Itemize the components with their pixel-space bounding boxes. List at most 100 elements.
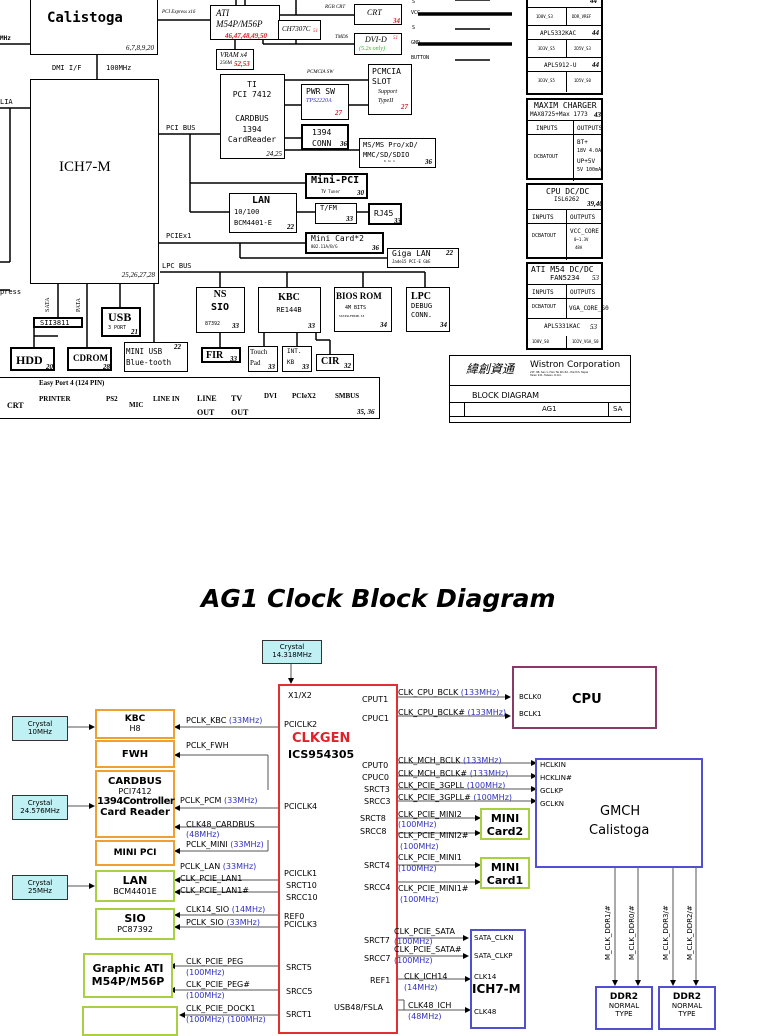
clkgen-label: CLKGEN bbox=[292, 731, 351, 746]
sig-pcie-mini1: CLK_PCIE_MINI1 bbox=[398, 853, 462, 862]
mini-card2-line1: MINI bbox=[490, 812, 520, 825]
pin-pciclk4: PCICLK4 bbox=[284, 802, 318, 811]
power-top-out2: DDR_VREF bbox=[572, 14, 592, 19]
charger-out-up5v-spec: 5V 100mA bbox=[577, 167, 602, 173]
clkgen-part: ICS954305 bbox=[288, 748, 355, 761]
easy-port-smbus: SMBUS bbox=[335, 392, 360, 400]
apl5912-outputs: 3D3V_S5 1D5V_S0 bbox=[528, 71, 601, 92]
clk-cpu-block: BCLK0 BCLK1 CPU bbox=[512, 666, 657, 729]
mini-pci-block: Mini-PCI TV Tuner 30 bbox=[305, 173, 368, 199]
card-reader-line1: MS/MS Pro/xD/ bbox=[363, 141, 418, 149]
apl5331-out2: 1D2V_VGA_S0 bbox=[572, 339, 599, 344]
easy-port-title: Easy Port 4 (124 PIN) bbox=[39, 379, 105, 387]
charger-header-row: INPUTS OUTPUTS bbox=[528, 120, 602, 181]
clk-cardbus-line3: 1394Controller bbox=[97, 796, 175, 807]
cpu-dcdc-inputs-header: INPUTS bbox=[532, 214, 554, 221]
ddr-a-line2: NORMAL bbox=[608, 1002, 640, 1010]
apl5332-out2: 2D5V_S3 bbox=[574, 46, 591, 51]
clk-sio-sub: PC87392 bbox=[117, 925, 153, 934]
bios-rom-sub: 4M BITS bbox=[345, 305, 367, 311]
ati-dcdc-output: VGA_CORE_S0 bbox=[569, 305, 609, 312]
kbc-block: KBC RE144B 33 bbox=[258, 287, 321, 333]
pci-bus-label: PCI BUS bbox=[166, 124, 196, 132]
charger-body-row: DCBATOUT BT+ 18V 4.0A UP+5V 5V 100mA bbox=[528, 134, 601, 179]
ich-pin-clk48: CLK48 bbox=[474, 1008, 497, 1016]
pin-pciclk3: PCICLK3 bbox=[284, 920, 318, 929]
ns-sio-line1: NS bbox=[213, 289, 227, 300]
touchpad-block: Touch Pad 33 bbox=[248, 346, 278, 372]
apl5912-label: APL5912-U bbox=[544, 62, 577, 69]
sheet-title: BLOCK DIAGRAM bbox=[472, 391, 539, 400]
apl5912-row: APL5912-U 44 bbox=[528, 57, 601, 72]
mini-card-block: Mini Card*2 802.11A/B/G 36 bbox=[305, 232, 384, 254]
rj45-block: RJ45 33 bbox=[368, 203, 402, 225]
clk-mini-pci-label: MINI PCI bbox=[113, 848, 157, 858]
easy-port-ps2: PS2 bbox=[106, 395, 118, 403]
clk-cardbus-line1: CARDBUS bbox=[107, 776, 163, 787]
easy-port-tv-out: TV OUT bbox=[231, 394, 249, 417]
clk-gmch-line1: GMCH bbox=[600, 804, 641, 819]
sig-cpu-bclkn: CLK_CPU_BCLK# (133MHz) bbox=[398, 708, 507, 717]
lan-page: 22 bbox=[287, 223, 294, 231]
fir-page: 33 bbox=[230, 355, 237, 363]
pcmcia-page: 27 bbox=[401, 103, 408, 111]
azalia-label: LIA bbox=[0, 98, 13, 106]
cpu-dcdc-out-amps: 48A bbox=[575, 245, 583, 250]
pin-srcc4: SRCC4 bbox=[364, 883, 391, 892]
sii3811-label: SII3811 bbox=[40, 319, 70, 327]
bios-rom-page: 34 bbox=[380, 321, 387, 329]
pin-srcc8: SRCC8 bbox=[360, 827, 387, 836]
pin-srct5: SRCT5 bbox=[286, 963, 312, 972]
easy-port-line-out: LINE OUT bbox=[197, 394, 217, 417]
clk-sio-block: SIO PC87392 bbox=[95, 908, 175, 940]
tfm-page: 33 bbox=[346, 215, 353, 223]
hdd-label: HDD bbox=[16, 353, 43, 367]
lan-block: LAN 10/100 BCM4401-E 22 bbox=[229, 193, 297, 233]
mini-card1-line1: MINI bbox=[490, 861, 520, 874]
sig-pclk-pcm: PCLK_PCM (33MHz) bbox=[180, 796, 258, 805]
sig-ddr3: M_CLK_DDR3/# bbox=[662, 905, 670, 960]
crystal-10mhz-freq: 10MHz bbox=[28, 728, 52, 736]
dvi-d-note: (5.2x only) bbox=[359, 46, 385, 52]
pin-cpuc1: CPUC1 bbox=[362, 714, 389, 723]
clk-mini-card1-block: MINI Card1 bbox=[480, 857, 530, 889]
left-freq-label: MHz bbox=[0, 35, 11, 42]
bios-rom-label: BIOS ROM bbox=[336, 291, 382, 301]
cdrom-label: CDROM bbox=[73, 353, 108, 363]
lan-line3: BCM4401-E bbox=[234, 219, 272, 227]
cpu-dcdc-header-row: INPUTS OUTPUTS bbox=[528, 209, 601, 260]
clk-cardbus-line2: PCI7412 bbox=[118, 787, 152, 796]
hdd-block: HDD 20 bbox=[10, 347, 55, 371]
sig-ich14-freq: (14MHz) bbox=[404, 983, 438, 992]
sig-mch-bclk: CLK_MCH_BCLK (133MHz) bbox=[398, 756, 502, 765]
ati-line2: M54P/M56P bbox=[216, 19, 263, 29]
rgb-crt-label: RGB CRT bbox=[325, 5, 346, 10]
ti-line2: PCI 7412 bbox=[232, 90, 272, 99]
clk-cardbus-line4: Card Reader bbox=[100, 807, 170, 818]
easy-port-crt: CRT bbox=[7, 401, 24, 410]
ich7m-block: ICH7-M 25,26,27,28 bbox=[30, 79, 159, 284]
ati-dcdc-part: FAN5234 bbox=[550, 274, 580, 282]
apl5332-outputs: 3D3V_S5 2D5V_S3 bbox=[528, 39, 601, 58]
ati-dcdc-title: ATI M54 DC/DC bbox=[531, 265, 594, 274]
apl5331-row: APL5331KAC 53 bbox=[528, 318, 601, 333]
sig-pcie-mini2-freq: (100MHz) bbox=[398, 820, 437, 829]
clk-graphic-line1: Graphic ATI bbox=[92, 962, 164, 975]
lpc-debug-block: LPC DEBUG CONN. 34 bbox=[406, 287, 450, 332]
easy-port-pciex2: PCIeX2 bbox=[292, 392, 316, 400]
pin-ref0: REF0 bbox=[284, 912, 305, 921]
ati-dcdc-input: DCBATOUT bbox=[532, 304, 557, 310]
cpu-dcdc-input: DCBATOUT bbox=[532, 233, 557, 239]
pin-srct4: SRCT4 bbox=[364, 861, 390, 870]
charger-part: MAX8725+Max 1773 bbox=[530, 111, 588, 118]
pcmcia-sw-link-label: PCMCIA SW bbox=[307, 70, 334, 75]
sig-clk-pcie-peg: CLK_PCIE_PEG bbox=[186, 957, 244, 966]
charger-input: DCBATOUT bbox=[534, 154, 559, 160]
sig-pcie-sata: CLK_PCIE_SATA bbox=[394, 927, 455, 936]
pcmcia-line2: SLOT bbox=[372, 77, 392, 86]
cpu-dcdc-out-range: 0~1.3V bbox=[574, 237, 589, 242]
apl5331-out1: 1D8V_S0 bbox=[532, 339, 549, 344]
ns-sio-page: 33 bbox=[232, 322, 239, 330]
mini-pci-sub: TV Tuner bbox=[321, 189, 341, 194]
